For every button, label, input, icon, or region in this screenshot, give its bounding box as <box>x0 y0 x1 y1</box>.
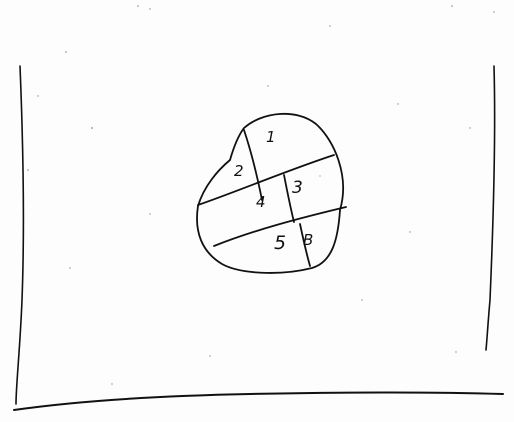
page-bottom-edge <box>14 393 503 411</box>
page-right-edge <box>486 66 495 350</box>
region-label-5: 5 <box>274 232 286 254</box>
region-label-2: 2 <box>234 162 244 180</box>
divider-vertical-upper <box>244 130 262 200</box>
region-label-6: B <box>303 231 313 249</box>
region-label-1: 1 <box>266 128 276 146</box>
region-label-3: 3 <box>292 178 303 198</box>
page-left-edge <box>16 66 23 404</box>
region-label-4: 4 <box>256 193 266 211</box>
divider-horizontal-upper <box>198 155 334 205</box>
